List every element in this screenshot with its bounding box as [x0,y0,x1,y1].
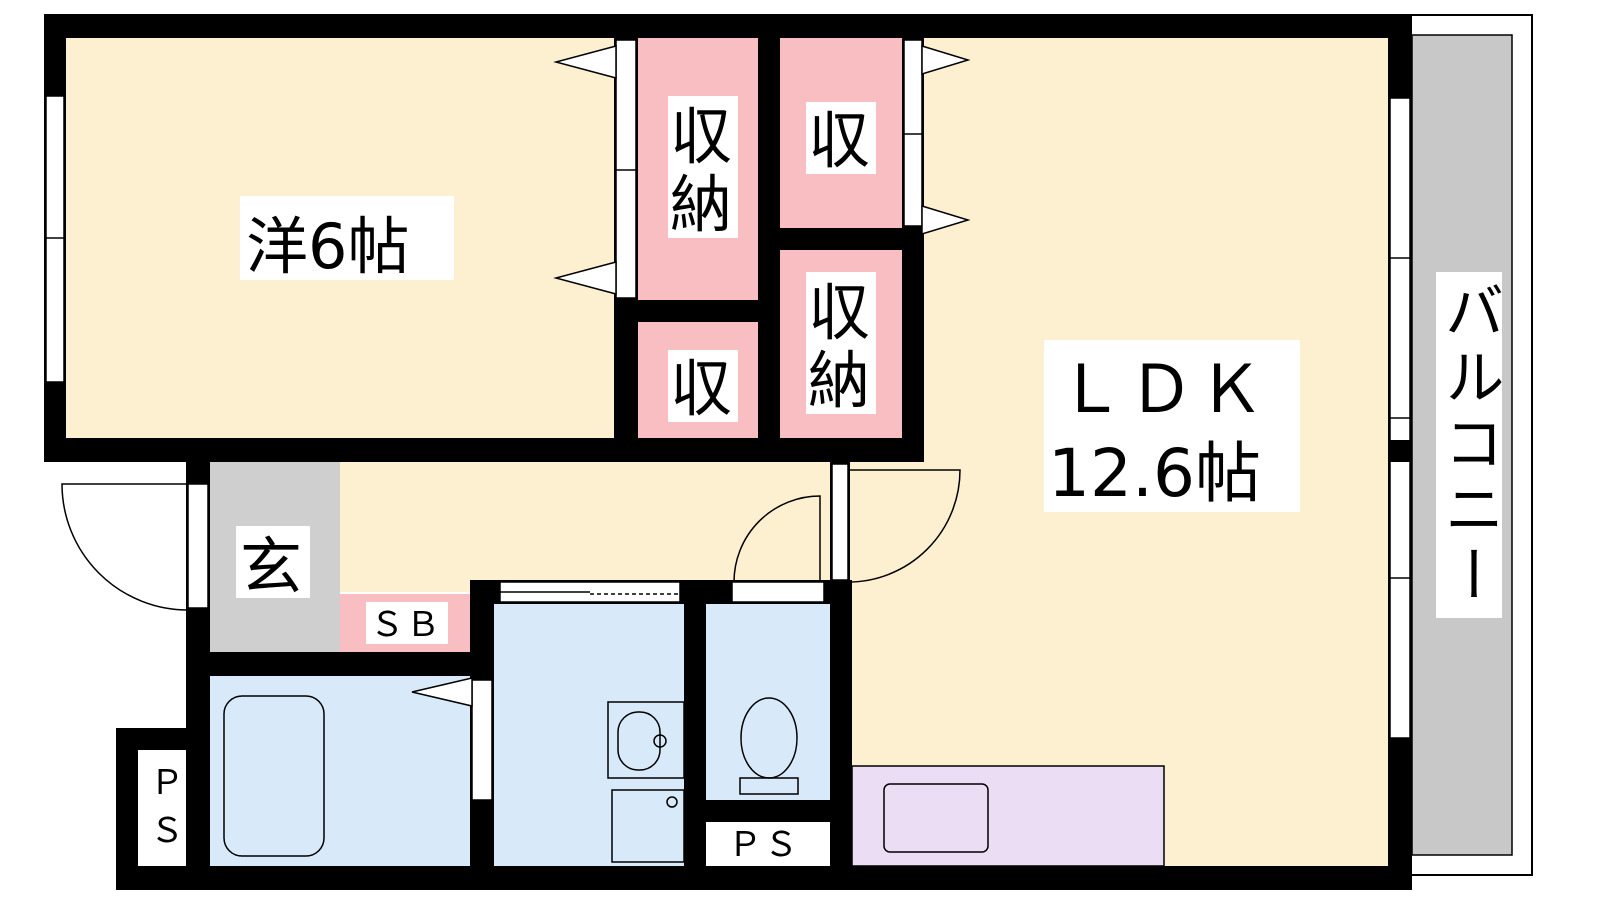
window-left [45,95,65,383]
ldk-door-gap [831,463,849,581]
ps-right-label: ＰＳ [728,825,800,865]
drain [666,796,678,808]
entrance-label-bg [236,526,310,598]
toilet-bowl [740,697,798,779]
storage-2-char: 収 [808,104,870,177]
western-label-bg [240,196,454,280]
western-room-name: 洋 [246,210,308,283]
wall [614,300,780,322]
ldk-room-size: 12.6帖 [1048,435,1261,512]
wall [210,652,494,676]
door-marker [921,204,971,236]
balcony-label-bg [1436,272,1502,618]
toilet-room [706,604,830,800]
wall [44,438,924,462]
entrance-label: 玄 [240,530,302,603]
wash-bowl [617,711,661,771]
wall [116,728,210,750]
wall [758,38,780,462]
storage-1-char-2: 納 [670,168,732,241]
wall [780,228,924,250]
wall [706,800,830,822]
ps-left [138,750,188,866]
storage-1-char-1: 収 [670,100,732,173]
kitchen-counter [851,765,1165,867]
door-marker [921,44,971,76]
wall [116,728,138,888]
ps-left-label-2: Ｓ [150,811,184,851]
corridor-floor [340,462,840,592]
wall [116,866,1412,890]
door-marker [553,45,617,79]
storage-3-label-bg [668,350,738,422]
bathroom [210,676,470,866]
ldk-label-bg [1044,340,1300,512]
storage-4-label-bg [806,272,876,414]
door-marker [553,261,617,295]
bathtub [223,695,325,857]
storage-4-char-2: 納 [808,344,870,417]
washroom [494,604,684,866]
ps-left-label-1: Ｐ [150,763,184,803]
western-room-size: 6帖 [308,210,409,283]
closet-door-1 [615,39,637,299]
storage-2-label-bg [806,102,876,174]
closet-door-2 [903,39,923,227]
entrance-door-gap [187,483,209,609]
wall [830,580,852,866]
kitchen-sink [883,783,989,853]
storage-3-char: 収 [670,352,732,425]
shoe-box-label-bg [366,602,448,644]
entrance-door-swing [61,483,189,611]
ps-right [706,822,830,866]
shoe-box-label: ＳＢ [370,605,442,645]
ldk-door-swing [847,469,961,583]
toilet-door-swing [733,495,821,583]
wall [684,580,706,866]
ldk-room-name: ＬＤＫ [1058,351,1268,428]
storage-4-char-1: 収 [808,276,870,349]
wall [44,14,1412,38]
bath-door-gap [471,679,493,801]
balcony-label: バルコニー [1434,280,1504,610]
faucet [653,734,667,748]
door-marker [411,677,473,707]
storage-1-label-bg [668,96,738,238]
toilet-door-gap [731,581,825,603]
window-wall-block [1390,440,1410,462]
